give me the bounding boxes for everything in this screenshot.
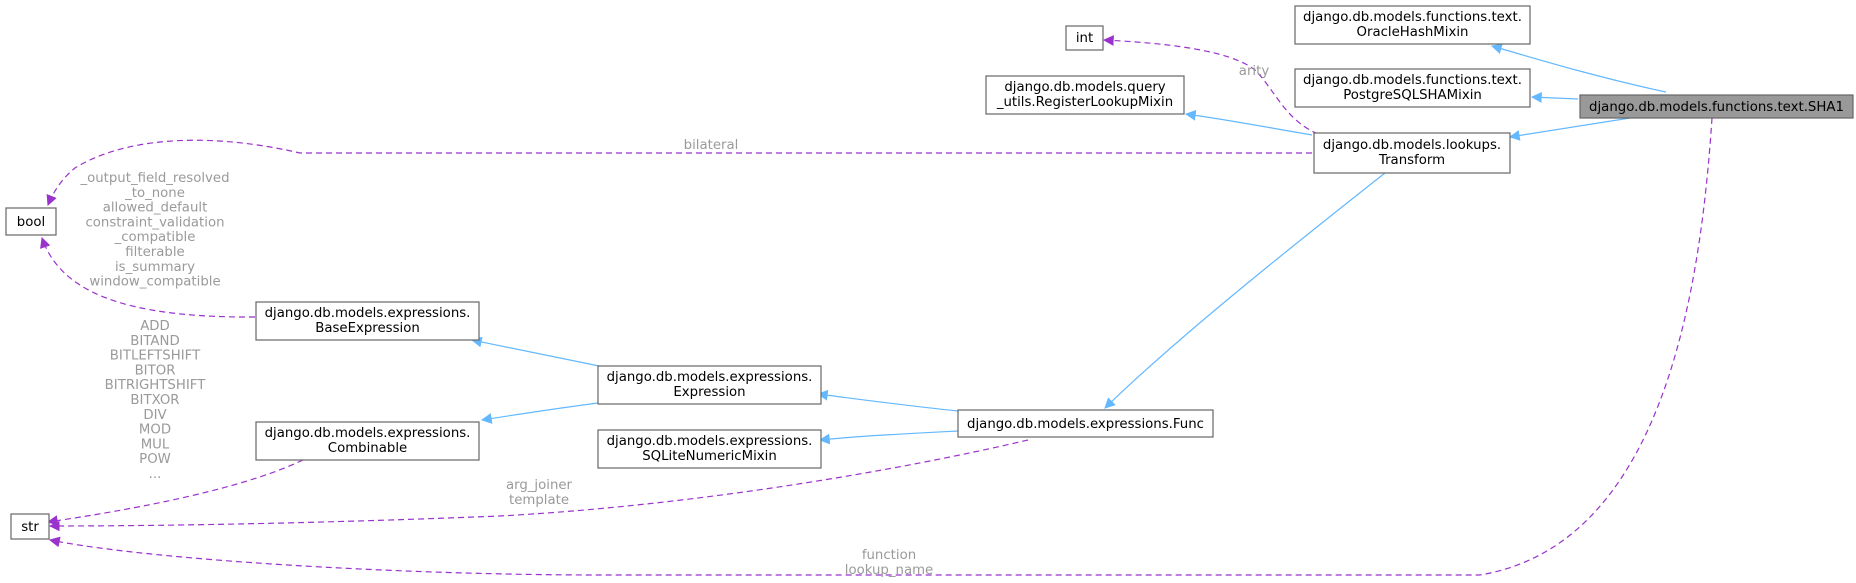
edge-combinable-to-str [46, 459, 304, 526]
inheritance-edges [470, 43, 1667, 445]
class-node-int[interactable]: int [1065, 25, 1104, 51]
edge-expression-to-combinable [480, 402, 599, 424]
text-line: django.db.models.expressions. [265, 426, 471, 441]
text-line: _to_none [124, 186, 185, 201]
class-node-transform[interactable]: django.db.models.lookups.Transform [1313, 132, 1511, 174]
edge-sha1-to-transform [1508, 117, 1631, 141]
text-line: arg_joiner [506, 478, 573, 493]
text-line: is_summary [115, 260, 195, 275]
edge-base-expression-to-bool [40, 236, 256, 318]
edge-transform-arity-to-int [1102, 35, 1319, 135]
node-label: django.db.models.lookups.Transform [1323, 138, 1501, 168]
text-line: Expression [673, 385, 745, 400]
text-line: bool [17, 215, 45, 230]
text-line: django.db.models.expressions. [265, 306, 471, 321]
text-line: django.db.models.expressions. [607, 370, 813, 385]
text-line: django.db.models.lookups. [1323, 138, 1501, 153]
node-label: django.db.models.expressions.Func [967, 417, 1204, 432]
text-line: bilateral [684, 138, 739, 153]
text-line: _output_field_resolved [79, 171, 229, 186]
text-line: BITLEFTSHIFT [110, 349, 201, 364]
text-line: _utils.RegisterLookupMixin [996, 95, 1173, 110]
node-label: django.db.models.functions.text.SHA1 [1589, 100, 1844, 115]
text-line: _compatible [114, 230, 196, 245]
node-label: django.db.models.expressions.SQLiteNumer… [607, 434, 813, 464]
node-label: django.db.models.expressions.Expression [607, 370, 813, 400]
usage-edges [40, 35, 1713, 576]
edge-func-to-expression [816, 389, 959, 412]
node-label: int [1076, 31, 1093, 46]
text-line: filterable [125, 245, 184, 260]
text-line: OracleHashMixin [1357, 25, 1469, 40]
edge-expression-to-base-expression [470, 336, 605, 368]
text-line: DIV [143, 408, 166, 423]
node-label: django.db.models.functions.text.OracleHa… [1303, 10, 1522, 40]
edge-labels: arity bilateral _output_field_resolved_t… [79, 64, 1269, 578]
class-node-str[interactable]: str [10, 513, 50, 540]
text-line: django.db.models.expressions.Func [967, 417, 1204, 432]
text-line: function [862, 548, 916, 563]
text-line: django.db.models.query [1004, 80, 1165, 95]
edge-func-to-transform [1104, 172, 1386, 409]
edge-func-to-sqlite-numeric-mixin [818, 430, 959, 445]
node-label: django.db.models.query_utils.RegisterLoo… [996, 80, 1173, 110]
text-line: allowed_default [103, 201, 208, 216]
edge-transform-to-register-lookup-mixin [1184, 109, 1313, 136]
class-node-bool[interactable]: bool [5, 207, 57, 236]
edge-sha1-to-str [48, 117, 1713, 576]
class-node-base-expression[interactable]: django.db.models.expressions.BaseExpress… [255, 301, 480, 341]
text-line: PostgreSQLSHAMixin [1343, 88, 1482, 103]
text-line: int [1076, 31, 1093, 46]
text-line: Combinable [328, 441, 407, 456]
edge-transform-bilateral-to-bool [46, 139, 1312, 207]
text-line: ... [149, 467, 162, 482]
node-label: bool [17, 215, 45, 230]
text-line: BITRIGHTSHIFT [105, 378, 207, 393]
text-line: django.db.models.functions.text.SHA1 [1589, 100, 1844, 115]
text-line: SQLiteNumericMixin [642, 449, 777, 464]
node-label: django.db.models.expressions.BaseExpress… [265, 306, 471, 336]
text-line: constraint_validation [85, 215, 224, 230]
text-line: lookup_name [845, 563, 933, 578]
class-node-func[interactable]: django.db.models.expressions.Func [957, 409, 1214, 438]
node-label: django.db.models.expressions.Combinable [265, 426, 471, 456]
class-node-register-lookup-mixin[interactable]: django.db.models.query_utils.RegisterLoo… [985, 75, 1185, 115]
text-line: arity [1239, 64, 1270, 79]
class-node-expression[interactable]: django.db.models.expressions.Expression [597, 365, 822, 405]
class-node-postgresql-sha-mixin[interactable]: django.db.models.functions.text.PostgreS… [1294, 68, 1531, 108]
node-label: django.db.models.functions.text.PostgreS… [1303, 73, 1522, 103]
class-node-oracle-hash-mixin[interactable]: django.db.models.functions.text.OracleHa… [1294, 5, 1531, 45]
text-line: ADD [140, 319, 170, 334]
text-line: POW [139, 452, 171, 467]
text-line: django.db.models.functions.text. [1303, 73, 1522, 88]
class-node-combinable[interactable]: django.db.models.expressions.Combinable [255, 421, 480, 461]
text-line: MOD [139, 423, 171, 438]
text-line: str [21, 520, 39, 535]
edge-label-arity: arity [1239, 64, 1270, 79]
edge-sha1-to-oracle-hash-mixin [1490, 43, 1667, 93]
text-line: BITOR [135, 363, 176, 378]
text-line: MUL [141, 437, 170, 452]
node-label: str [21, 520, 39, 535]
text-line: django.db.models.expressions. [607, 434, 813, 449]
text-line: window_compatible [89, 275, 220, 290]
text-line: Transform [1378, 153, 1445, 168]
class-node-sqlite-numeric-mixin[interactable]: django.db.models.expressions.SQLiteNumer… [597, 429, 822, 469]
text-line: django.db.models.functions.text. [1303, 10, 1522, 25]
edge-sha1-to-postgresql-sha-mixin [1530, 92, 1579, 103]
text-line: BaseExpression [315, 321, 420, 336]
text-line: BITXOR [130, 393, 179, 408]
text-line: BITAND [130, 334, 179, 349]
class-node-sha1[interactable]: django.db.models.functions.text.SHA1 [1579, 94, 1854, 119]
text-line: template [509, 493, 569, 508]
edge-func-to-str [48, 439, 1029, 532]
edge-label-bilateral: bilateral [684, 138, 739, 153]
